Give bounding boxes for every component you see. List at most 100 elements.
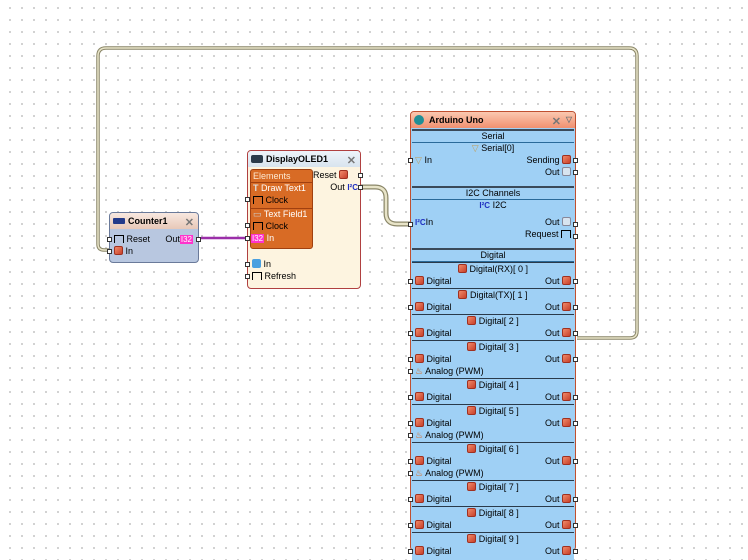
binary-data-icon [562, 167, 571, 176]
digital-out-label: Out [544, 418, 560, 428]
digital-in-pin[interactable] [408, 497, 413, 502]
counter-title-bar[interactable]: Counter1 ✕ [110, 213, 198, 229]
digital-channel-name: Digital[ 7 ] [478, 482, 519, 492]
i2c-icon: I²C [415, 218, 426, 227]
digital-out-pin[interactable] [573, 523, 578, 528]
oled-in-pin[interactable] [245, 262, 250, 267]
digital-in-pin[interactable] [408, 523, 413, 528]
digital-in-pin[interactable] [408, 549, 413, 554]
digital-out-pin[interactable] [573, 459, 578, 464]
digital-out-label: Out [544, 392, 560, 402]
oled-refresh-pin[interactable] [245, 274, 250, 279]
i2c-request-pin[interactable] [573, 234, 578, 239]
digital-out-label: Out [544, 494, 560, 504]
analog-pwm-pin[interactable] [408, 369, 413, 374]
digital-out-pin[interactable] [573, 497, 578, 502]
chevron-down-icon[interactable]: ▽ [565, 115, 572, 124]
digital-in-pin[interactable] [408, 395, 413, 400]
digital-boolean-icon [562, 520, 571, 529]
digital-out-pin[interactable] [573, 331, 578, 336]
oled-elements-panel[interactable]: Elements T Draw Text1 Clock ▭ Text Field… [250, 169, 313, 249]
digital-out-pin[interactable] [573, 305, 578, 310]
digital-channel-name: Digital[ 9 ] [478, 534, 519, 544]
serial-in-pin[interactable] [408, 158, 413, 163]
counter-component[interactable]: Counter1 ✕ Reset In OutI32 [107, 212, 201, 263]
counter-in-label: In [125, 246, 134, 256]
arduino-component[interactable]: Arduino Uno ✕ ▽ Serial ▽ Serial[0] ▽ In … [408, 111, 578, 560]
digital-channel-icon [467, 316, 477, 325]
digital-out-pin[interactable] [573, 421, 578, 426]
oled-reset-pin[interactable] [358, 173, 363, 178]
digital-in-pin[interactable] [408, 279, 413, 284]
serial-icon: ▽ [471, 143, 479, 153]
digital-boolean-icon [415, 276, 424, 285]
digital-boolean-icon [562, 276, 571, 285]
binary-data-icon [562, 217, 571, 226]
wrench-icon[interactable]: ✕ [184, 217, 194, 229]
clock-pulse-icon [252, 272, 262, 280]
wrench-icon[interactable]: ✕ [346, 155, 356, 167]
digital-boolean-icon [562, 392, 571, 401]
oled-title-bar[interactable]: DisplayOLED1 ✕ [248, 151, 360, 167]
counter-icon [113, 218, 125, 224]
digital-out-label: Out [544, 520, 560, 530]
clock-pulse-icon [561, 230, 571, 238]
oled-out-pin[interactable] [358, 185, 363, 190]
analog-pwm-pin[interactable] [408, 471, 413, 476]
digital-in-label: Digital [426, 276, 452, 286]
counter-in-pin[interactable] [107, 249, 112, 254]
counter-reset-pin[interactable] [107, 237, 112, 242]
serial-in-icon: ▽ [415, 155, 422, 165]
serial-out-pin[interactable] [573, 170, 578, 175]
text-field-in-label: In [266, 233, 275, 243]
digital-out-pin[interactable] [573, 395, 578, 400]
counter-out-pin[interactable] [196, 237, 201, 242]
digital-in-pin[interactable] [408, 357, 413, 362]
i2c-icon: I²C [479, 201, 491, 210]
digital-channel-icon [467, 444, 477, 453]
digital-channel-icon [457, 264, 467, 273]
digital-out-pin[interactable] [573, 279, 578, 284]
wire-oled-out-to-i2c-in[interactable] [361, 184, 412, 227]
counter-out-label: Out [165, 234, 180, 244]
i2c-in-label: In [425, 217, 434, 227]
oled-component[interactable]: DisplayOLED1 ✕ Elements T Draw Text1 Clo… [245, 150, 363, 289]
text-icon: T [253, 183, 259, 193]
digital-in-pin[interactable] [408, 305, 413, 310]
wrench-icon[interactable]: ✕ [551, 116, 561, 128]
digital-boolean-icon [562, 418, 571, 427]
digital-out-pin[interactable] [573, 357, 578, 362]
digital-out-pin[interactable] [573, 549, 578, 554]
draw-text-clock-pin[interactable] [245, 197, 250, 202]
serial-header: Serial [412, 131, 574, 143]
serial-out-label: Out [544, 167, 560, 177]
digital-channel-icon [467, 380, 477, 389]
i2c-in-pin[interactable] [408, 222, 413, 227]
digital-out-label: Out [544, 456, 560, 466]
oled-title: DisplayOLED1 [266, 154, 329, 164]
analog-pwm-label: Analog (PWM) [425, 430, 484, 440]
digital-in-pin[interactable] [408, 459, 413, 464]
analog-pwm-icon: ♨ [415, 430, 424, 440]
analog-pwm-label: Analog (PWM) [425, 366, 484, 376]
serial-sending-pin[interactable] [573, 158, 578, 163]
arduino-title-bar[interactable]: Arduino Uno ✕ ▽ [411, 112, 575, 128]
digital-in-label: Digital [426, 546, 452, 556]
digital-in-pin[interactable] [408, 331, 413, 336]
text-field-clock-pin[interactable] [245, 223, 250, 228]
digital-channel-icon [467, 508, 477, 517]
i2c-out-pin[interactable] [573, 222, 578, 227]
serial-sending-label: Sending [526, 155, 560, 165]
text-field-in-pin[interactable] [245, 236, 250, 241]
digital-in-label: Digital [426, 392, 452, 402]
analog-pwm-pin[interactable] [408, 433, 413, 438]
i2c-header: I2C Channels [412, 188, 574, 200]
digital-in-pin[interactable] [408, 421, 413, 426]
text-field-label: Text Field1 [263, 209, 308, 219]
